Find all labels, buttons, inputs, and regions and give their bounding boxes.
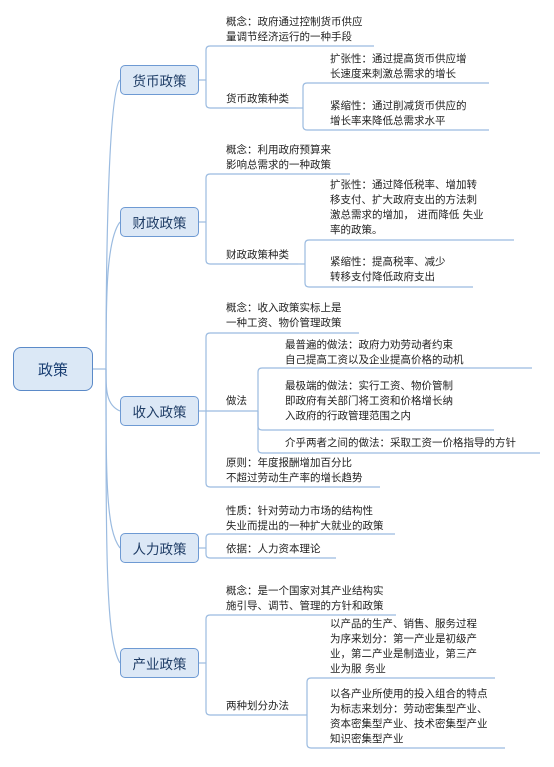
text-line: 以产品的生产、销售、服务过程 (330, 618, 477, 630)
text-line: 业为服 务业 (330, 663, 386, 675)
text-line: 性质：针对劳动力市场的结构性 (226, 505, 373, 517)
labor-nature-node[interactable]: 性质：针对劳动力市场的结构性 失业而提出的一种扩大就业的政策 (226, 504, 384, 534)
text-line: 自己提高工资以及企业提高价格的动机 (285, 354, 464, 366)
text-line: 移支付、扩大政府支出的方法刺 (330, 194, 477, 206)
monetary-tight-node[interactable]: 紧缩性：通过削减货币供应的 增长率来降低总需求水平 (330, 99, 467, 129)
text-line: 率的政策。 (330, 224, 383, 236)
text-line: 影响总需求的一种政策 (226, 159, 331, 171)
text-line: 入政府的行政管理范围之内 (285, 410, 411, 422)
branch-label: 产业政策 (132, 657, 187, 673)
text-line: 做法 (226, 395, 247, 407)
text-line: 原则：年度报酬增加百分比 (226, 457, 352, 469)
income-extreme-node[interactable]: 最极端的做法：实行工资、物价管制 即政府有关部门将工资和价格增长纳 入政府的行政… (285, 379, 453, 424)
text-line: 扩张性：通过提高货币供应增 (330, 53, 467, 65)
industry-methods-node[interactable]: 两种划分办法 (226, 699, 289, 714)
industry-method1-node[interactable]: 以产品的生产、销售、服务过程 为序来划分：第一产业是初级产 业，第二产业是制造业… (330, 617, 477, 677)
root-label: 政策 (37, 360, 68, 379)
branch-labor-policy[interactable]: 人力政策 (120, 533, 199, 563)
income-between-node[interactable]: 介乎两者之间的做法：采取工资一价格指导的方针 (285, 436, 516, 451)
monetary-expansion-node[interactable]: 扩张性：通过提高货币供应增 长速度来刺激总需求的增长 (330, 52, 467, 82)
text-line: 一种工资、物价管理政策 (226, 317, 342, 329)
root-node[interactable]: 政策 (13, 347, 93, 391)
text-line: 资本密集型产业、技术密集型产业 (330, 718, 488, 730)
text-line: 最普遍的做法：政府力劝劳动者约束 (285, 339, 453, 351)
text-line: 业，第二产业是制造业，第三产 (330, 648, 477, 660)
fiscal-concept-node[interactable]: 概念：利用政府预算来 影响总需求的一种政策 (226, 143, 331, 173)
industry-concept-node[interactable]: 概念：是一个国家对其产业结构实 施引导、调节、管理的方针和政策 (226, 584, 384, 614)
branch-label: 人力政策 (132, 542, 187, 558)
monetary-concept-node[interactable]: 概念：政府通过控制货币供应 量调节经济运行的一种手段 (226, 15, 363, 45)
industry-method2-node[interactable]: 以各产业所使用的投入组合的特点 为标志来划分：劳动密集型产业、 资本密集型产业、… (330, 687, 488, 747)
income-common-node[interactable]: 最普遍的做法：政府力劝劳动者约束 自己提高工资以及企业提高价格的动机 (285, 338, 464, 368)
text-line: 激总需求的增加， 进而降低 失业 (330, 209, 484, 221)
branch-industrial-policy[interactable]: 产业政策 (120, 648, 199, 678)
text-line: 失业而提出的一种扩大就业的政策 (226, 520, 384, 532)
text-line: 概念：利用政府预算来 (226, 144, 331, 156)
income-method-node[interactable]: 做法 (226, 394, 247, 409)
text-line: 量调节经济运行的一种手段 (226, 31, 352, 43)
text-line: 不超过劳动生产率的增长趋势 (226, 472, 363, 484)
text-line: 概念：是一个国家对其产业结构实 (226, 585, 384, 597)
text-line: 知识密集型产业 (330, 733, 404, 745)
text-line: 货币政策种类 (226, 93, 289, 105)
fiscal-types-node[interactable]: 财政政策种类 (226, 248, 289, 263)
labor-basis-node[interactable]: 依据：人力资本理论 (226, 542, 321, 557)
text-line: 即政府有关部门将工资和价格增长纳 (285, 395, 453, 407)
branch-label: 收入政策 (132, 405, 187, 421)
text-line: 为序来划分：第一产业是初级产 (330, 633, 477, 645)
text-line: 增长率来降低总需求水平 (330, 115, 446, 127)
text-line: 依据：人力资本理论 (226, 543, 321, 555)
branch-monetary-policy[interactable]: 货币政策 (120, 65, 199, 95)
text-line: 以各产业所使用的投入组合的特点 (330, 688, 488, 700)
text-line: 扩张性：通过降低税率、增加转 (330, 179, 477, 191)
text-line: 长速度来刺激总需求的增长 (330, 68, 456, 80)
text-line: 概念：收入政策实标上是 (226, 302, 342, 314)
branch-label: 财政政策 (132, 216, 187, 232)
text-line: 施引导、调节、管理的方针和政策 (226, 600, 384, 612)
fiscal-tight-node[interactable]: 紧缩性：提高税率、减少 转移支付降低政府支出 (330, 255, 446, 285)
income-principle-node[interactable]: 原则：年度报酬增加百分比 不超过劳动生产率的增长趋势 (226, 456, 363, 486)
branch-income-policy[interactable]: 收入政策 (120, 396, 199, 426)
text-line: 为标志来划分：劳动密集型产业、 (330, 703, 488, 715)
text-line: 转移支付降低政府支出 (330, 271, 435, 283)
text-line: 介乎两者之间的做法：采取工资一价格指导的方针 (285, 437, 516, 449)
income-concept-node[interactable]: 概念：收入政策实标上是 一种工资、物价管理政策 (226, 301, 342, 331)
branch-label: 货币政策 (132, 74, 187, 90)
monetary-types-node[interactable]: 货币政策种类 (226, 92, 289, 107)
text-line: 财政政策种类 (226, 249, 289, 261)
text-line: 最极端的做法：实行工资、物价管制 (285, 380, 453, 392)
text-line: 紧缩性：提高税率、减少 (330, 256, 446, 268)
branch-fiscal-policy[interactable]: 财政政策 (120, 207, 199, 237)
text-line: 两种划分办法 (226, 700, 289, 712)
text-line: 概念：政府通过控制货币供应 (226, 16, 363, 28)
fiscal-expansion-node[interactable]: 扩张性：通过降低税率、增加转 移支付、扩大政府支出的方法刺 激总需求的增加， 进… (330, 178, 484, 238)
text-line: 紧缩性：通过削减货币供应的 (330, 100, 467, 112)
